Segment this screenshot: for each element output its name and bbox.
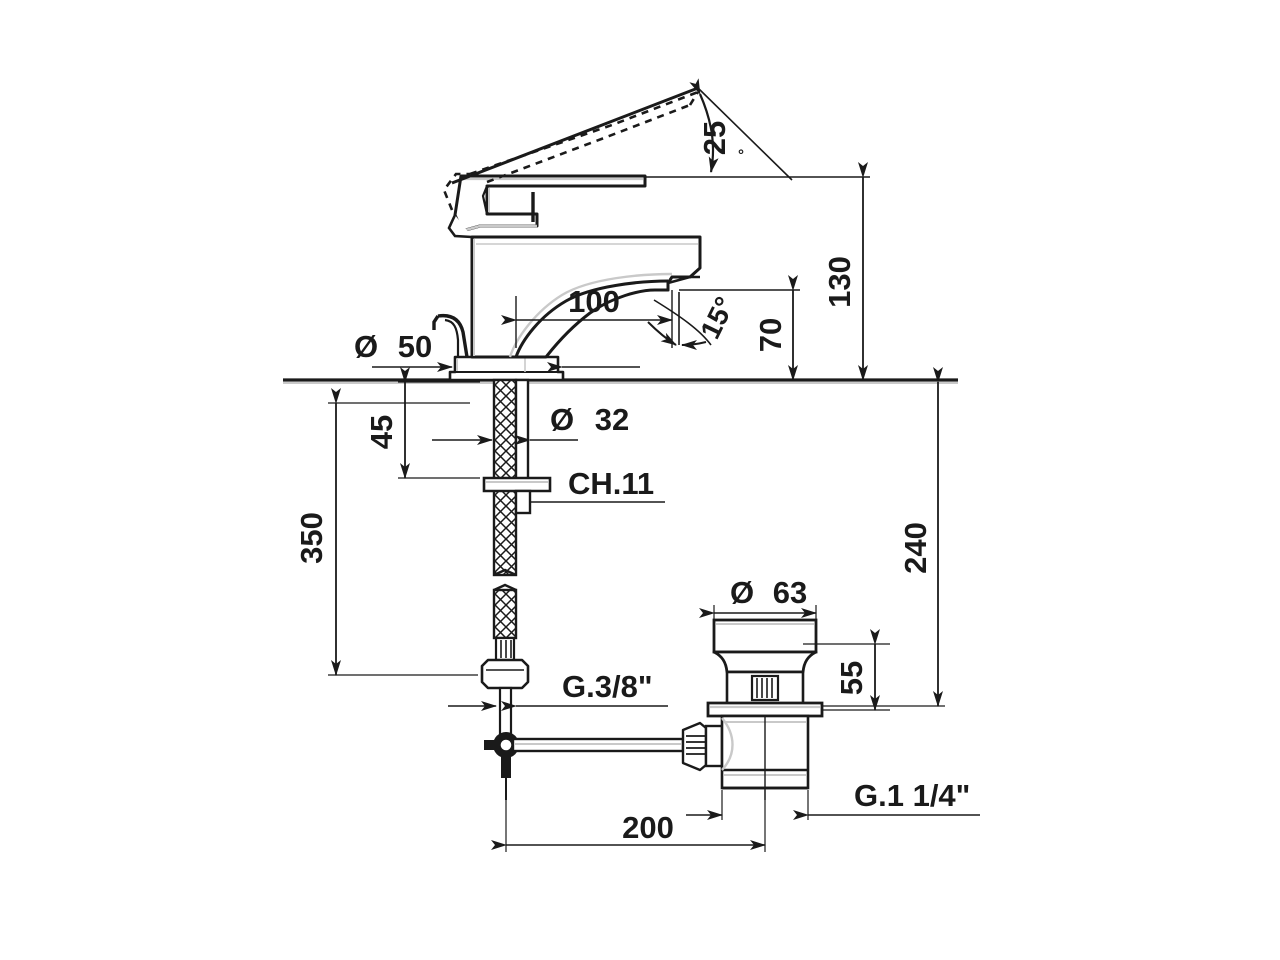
dim-label-angle-handle-degree: ° — [738, 147, 744, 164]
dim-symbol-base-diameter: Ø — [354, 329, 378, 364]
dimension-rod-length: 200 — [491, 760, 766, 852]
dim-label-waste-cap-diameter: 63 — [773, 575, 807, 610]
lift-rod-knob — [432, 313, 469, 358]
deck-surface-line — [283, 378, 958, 384]
dim-label-total-height: 130 — [822, 256, 857, 308]
dim-label-waste-thread: G.1 1/4" — [854, 778, 970, 813]
dim-label-spanner-size: CH.11 — [568, 466, 654, 501]
dim-label-waste-height: 55 — [834, 661, 869, 695]
dimension-waste-drop: 240 — [822, 367, 945, 707]
drawing-geometry: 25 ° — [283, 78, 980, 852]
dim-label-shank-diameter: 32 — [595, 402, 629, 437]
dim-label-angle-swivel: 15° — [694, 292, 740, 344]
dim-label-base-diameter: 50 — [398, 329, 432, 364]
faucet-body — [448, 235, 702, 382]
dim-label-shank-length: 45 — [364, 415, 399, 449]
popup-waste-assembly — [706, 618, 824, 800]
dimension-angle-handle: 25 ° — [689, 78, 793, 181]
dim-symbol-shank-diameter: Ø — [550, 402, 574, 437]
threaded-shank-and-hose — [480, 378, 552, 742]
faucet-handle — [447, 174, 647, 239]
dim-label-waste-drop: 240 — [898, 522, 933, 574]
dimension-waste-height: 55 — [803, 629, 890, 711]
dim-label-rod-length: 200 — [622, 810, 674, 845]
dimension-angle-swivel: 15° — [647, 292, 741, 350]
dim-label-spout-reach: 100 — [568, 284, 620, 319]
dimension-base-diameter: Ø 50 — [354, 329, 640, 372]
dim-label-hose-length: 350 — [294, 512, 329, 564]
dim-label-spout-height: 70 — [753, 318, 788, 352]
dimension-spout-height: 70 — [679, 275, 800, 381]
dimension-total-height: 130 — [645, 162, 870, 381]
lift-rod-linkage — [484, 721, 724, 800]
dimension-hose-thread: G.3/8" — [448, 669, 668, 711]
dim-label-angle-handle: 25 — [697, 121, 732, 155]
dimension-spanner-size: CH.11 — [530, 466, 665, 503]
dimension-shank-diameter: Ø 32 — [432, 402, 629, 445]
dimension-waste-thread: G.1 1/4" — [686, 778, 980, 820]
dimension-shank-length: 45 — [364, 367, 480, 479]
dim-symbol-waste-cap-diameter: Ø — [730, 575, 754, 610]
dimension-waste-cap-diameter: Ø 63 — [699, 575, 817, 622]
dimension-hose-length: 350 — [294, 388, 478, 676]
dim-label-hose-thread: G.3/8" — [562, 669, 653, 704]
dimension-spout-reach: 100 — [501, 284, 673, 348]
